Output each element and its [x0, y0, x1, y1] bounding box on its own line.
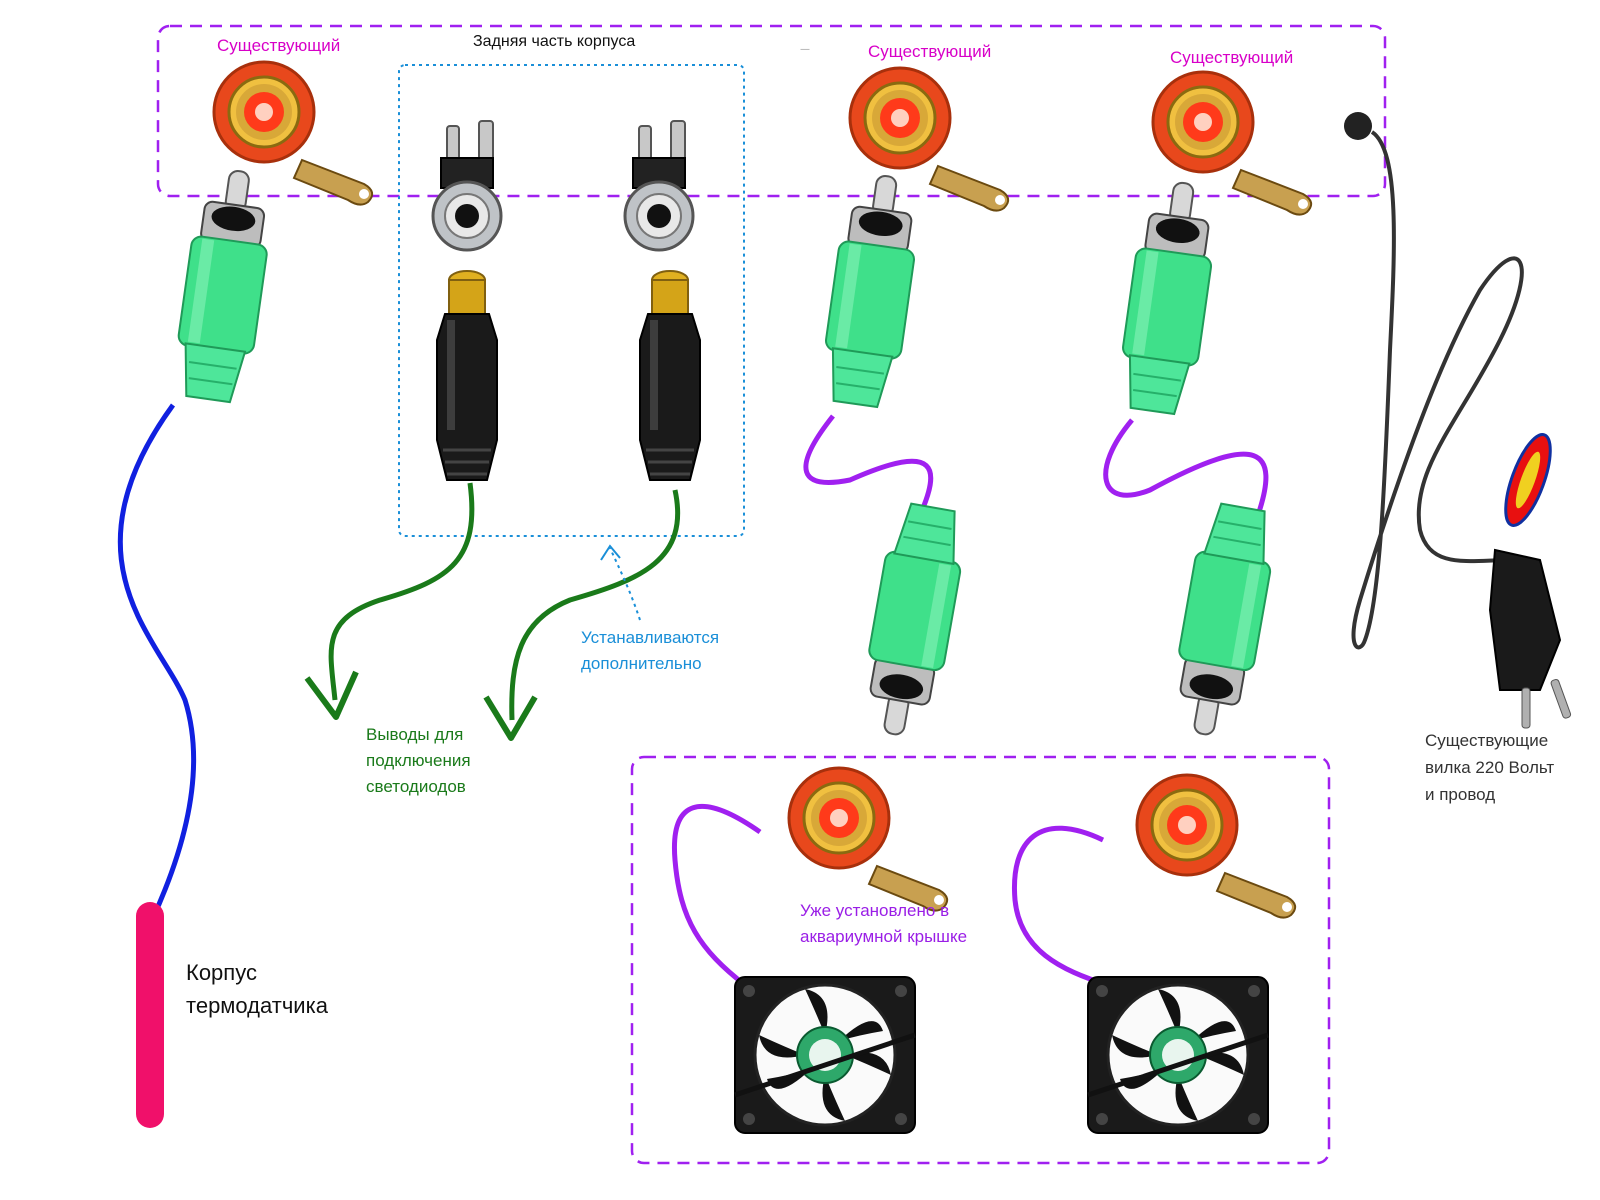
rca-female-socket-icon	[1135, 773, 1297, 920]
label-plug-1: Существующие	[1425, 731, 1549, 750]
cooling-fan-icon	[735, 977, 915, 1133]
label-led-outputs-3: светодиодов	[366, 777, 466, 796]
rca-male-plug-icon	[1164, 499, 1282, 742]
lid-components-boundary	[630, 755, 1331, 1165]
label-back-panel: Задняя часть корпуса	[473, 33, 636, 50]
sensor-wire	[117, 403, 197, 922]
arrow-down-icon	[304, 670, 359, 720]
stray-mark: —	[800, 44, 810, 55]
jumper-wire	[803, 414, 934, 517]
label-existing: Существующий	[217, 36, 341, 55]
power-plug-220v-icon	[1488, 548, 1572, 729]
label-lid-1: Уже установлено в	[800, 901, 950, 920]
rca-male-plug-icon	[854, 499, 972, 742]
label-installed-additionally-1: Устанавливаются	[581, 628, 720, 647]
led-wire	[328, 482, 475, 701]
label-plug-3: и провод	[1425, 785, 1496, 804]
rca-male-plug-icon	[816, 169, 927, 411]
jumper-wire	[1103, 418, 1269, 516]
dc-barrel-plug-icon	[435, 269, 499, 482]
label-led-outputs-1: Выводы для	[366, 725, 464, 744]
temperature-sensor-icon	[136, 902, 164, 1128]
rca-male-plug-icon	[1113, 176, 1224, 418]
arrow-up-icon	[600, 544, 621, 561]
mains-cable	[1351, 130, 1524, 650]
label-existing: Существующий	[868, 42, 992, 61]
fan-wire	[671, 804, 762, 987]
label-plug-2: вилка 220 Вольт	[1425, 758, 1555, 777]
brand-logo-icon	[1504, 433, 1552, 527]
fan-wire	[1011, 825, 1109, 988]
dc-barrel-plug-icon	[638, 269, 702, 482]
cooling-fan-icon	[1088, 977, 1268, 1133]
label-led-outputs-2: подключения	[366, 751, 471, 770]
dc-barrel-socket-icon	[431, 119, 503, 252]
existing-components-boundary	[156, 24, 1387, 198]
led-wire	[509, 489, 681, 721]
cable-grommet	[1344, 112, 1372, 140]
dc-barrel-socket-icon	[623, 119, 695, 252]
label-sensor-2: термодатчика	[186, 993, 328, 1018]
rca-female-socket-icon	[848, 66, 1010, 213]
rca-male-plug-icon	[169, 164, 279, 406]
pointer-arrow	[609, 547, 641, 621]
label-lid-2: аквариумной крышке	[800, 927, 968, 946]
label-existing: Существующий	[1170, 48, 1294, 67]
rca-female-socket-icon	[787, 766, 949, 913]
label-installed-additionally-2: дополнительно	[581, 654, 702, 673]
label-sensor-1: Корпус	[186, 960, 257, 985]
arrow-down-icon	[483, 695, 538, 741]
